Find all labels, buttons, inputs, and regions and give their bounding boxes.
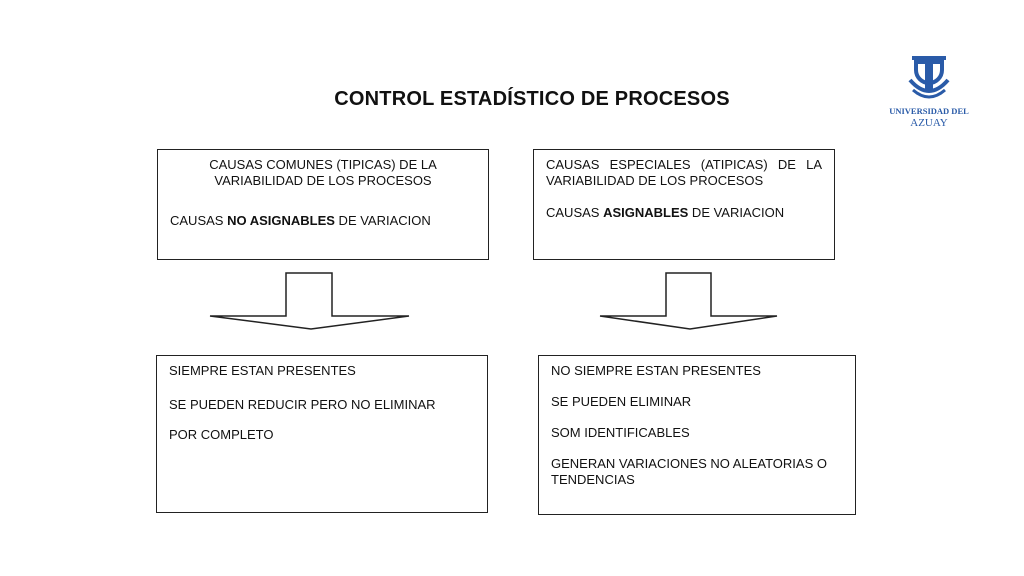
special-causes-subtitle: CAUSAS ASIGNABLES DE VARIACION bbox=[546, 205, 822, 221]
page-title: CONTROL ESTADÍSTICO DE PROCESOS bbox=[334, 88, 730, 110]
common-causes-subtitle: CAUSAS NO ASIGNABLES DE VARIACION bbox=[170, 213, 476, 229]
common-causes-heading-line1: CAUSAS COMUNES (TIPICAS) DE LA bbox=[209, 157, 437, 172]
special-trait-2: SE PUEDEN ELIMINAR bbox=[551, 394, 692, 409]
subtitle-emphasis: NO ASIGNABLES bbox=[227, 213, 335, 228]
subtitle-prefix: CAUSAS bbox=[170, 213, 228, 228]
common-trait-3: POR COMPLETO bbox=[169, 427, 274, 442]
special-causes-heading-line1: CAUSAS ESPECIALES (ATIPICAS) DE LA bbox=[546, 157, 822, 172]
common-trait-1: SIEMPRE ESTAN PRESENTES bbox=[169, 363, 356, 378]
special-trait-4: GENERAN VARIACIONES NO ALEATORIAS O bbox=[551, 456, 827, 471]
common-trait-2: SE PUEDEN REDUCIR PERO NO ELIMINAR bbox=[169, 397, 436, 412]
special-traits-box: NO SIEMPRE ESTAN PRESENTES SE PUEDEN ELI… bbox=[538, 355, 856, 515]
logo-line2: AZUAY bbox=[910, 117, 948, 129]
common-causes-heading-line2: VARIABILIDAD DE LOS PROCESOS bbox=[214, 173, 432, 188]
special-trait-5: TENDENCIAS bbox=[551, 472, 635, 487]
subtitle-suffix: DE VARIACION bbox=[688, 205, 785, 220]
special-trait-3: SOM IDENTIFICABLES bbox=[551, 425, 690, 440]
subtitle-prefix: CAUSAS bbox=[546, 205, 604, 220]
common-traits-box: SIEMPRE ESTAN PRESENTES SE PUEDEN REDUCI… bbox=[156, 355, 488, 513]
down-arrow-left bbox=[209, 272, 410, 330]
university-logo: UNIVERSIDAD DEL AZUAY bbox=[889, 56, 969, 129]
special-trait-1: NO SIEMPRE ESTAN PRESENTES bbox=[551, 363, 761, 378]
down-arrow-right bbox=[599, 272, 778, 330]
subtitle-suffix: DE VARIACION bbox=[334, 213, 431, 228]
logo-line1: UNIVERSIDAD DEL bbox=[889, 106, 969, 116]
common-causes-box: CAUSAS COMUNES (TIPICAS) DE LA VARIABILI… bbox=[157, 149, 489, 260]
special-causes-heading-line2: VARIABILIDAD DE LOS PROCESOS bbox=[546, 173, 764, 188]
special-causes-box: CAUSAS ESPECIALES (ATIPICAS) DE LA VARIA… bbox=[533, 149, 835, 260]
subtitle-emphasis: ASIGNABLES bbox=[603, 205, 689, 220]
